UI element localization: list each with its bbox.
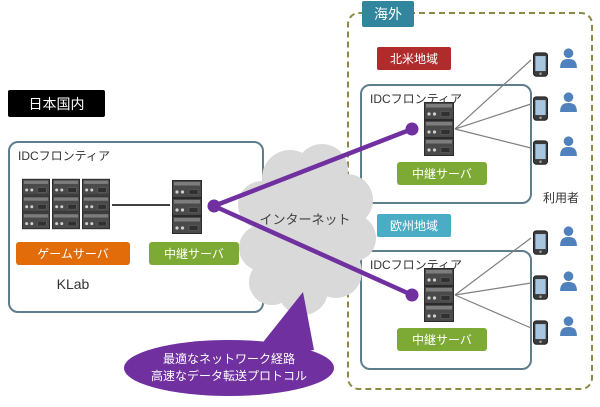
- callout-bubble: 最適なネットワーク経路 高速なデータ転送プロトコル: [124, 340, 334, 396]
- europe-region-tag: 欧州地域: [377, 214, 451, 237]
- users-label: 利用者: [543, 191, 580, 205]
- game-server-tag: ゲームサーバ: [16, 242, 130, 265]
- smartphone-icon: [533, 230, 548, 255]
- relay-server-tag-eu: 中継サーバ: [397, 328, 487, 351]
- callout-line1: 最適なネットワーク経路: [162, 351, 295, 366]
- relay-server-icon-japan: [172, 180, 202, 234]
- smartphone-icon: [533, 52, 548, 77]
- user-icon: [559, 226, 578, 247]
- game-server-icon: [52, 178, 80, 230]
- relay-server-icon-na: [424, 102, 454, 156]
- japan-region-tag: 日本国内: [8, 90, 105, 117]
- user-icon: [559, 92, 578, 113]
- klab-label: KLab: [56, 276, 90, 292]
- japan-idc-label: IDCフロンティア: [18, 149, 110, 163]
- smartphone-icon: [533, 320, 548, 345]
- callout-line2: 高速なデータ転送プロトコル: [150, 369, 307, 383]
- internet-label: インターネット: [259, 212, 351, 227]
- north-america-region-tag: 北米地域: [377, 47, 451, 70]
- user-icon: [559, 48, 578, 69]
- smartphone-icon: [533, 275, 548, 300]
- user-icon: [559, 271, 578, 292]
- game-server-icon: [82, 178, 110, 230]
- relay-server-tag-japan: 中継サーバ: [149, 242, 239, 265]
- overseas-region-tag: 海外: [362, 1, 414, 27]
- relay-server-tag-na: 中継サーバ: [397, 162, 487, 185]
- user-icon: [559, 136, 578, 157]
- user-icon: [559, 316, 578, 337]
- relay-server-icon-eu: [424, 268, 454, 322]
- smartphone-icon: [533, 96, 548, 121]
- smartphone-icon: [533, 140, 548, 165]
- game-server-icon: [22, 178, 50, 230]
